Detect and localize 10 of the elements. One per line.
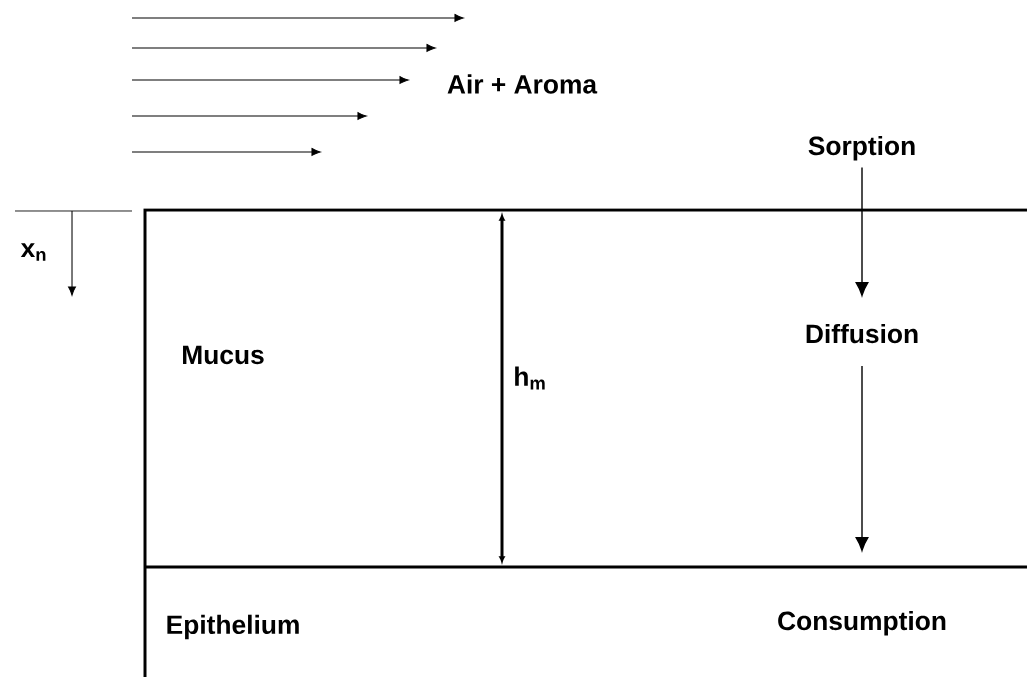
arrow	[855, 365, 869, 552]
process-label: Consumption	[778, 610, 946, 636]
arrow	[855, 166, 869, 297]
layer-label: Mucus	[183, 345, 264, 365]
layer-label: Epithelium	[167, 614, 299, 640]
flow-label: Air + Aroma	[447, 74, 598, 94]
dimension-label: h$_{m}$	[515, 366, 545, 390]
process-label: Sorption	[808, 135, 915, 161]
process-label: Diffusion	[806, 323, 918, 344]
axis-label: x$_{n}$	[20, 243, 46, 261]
